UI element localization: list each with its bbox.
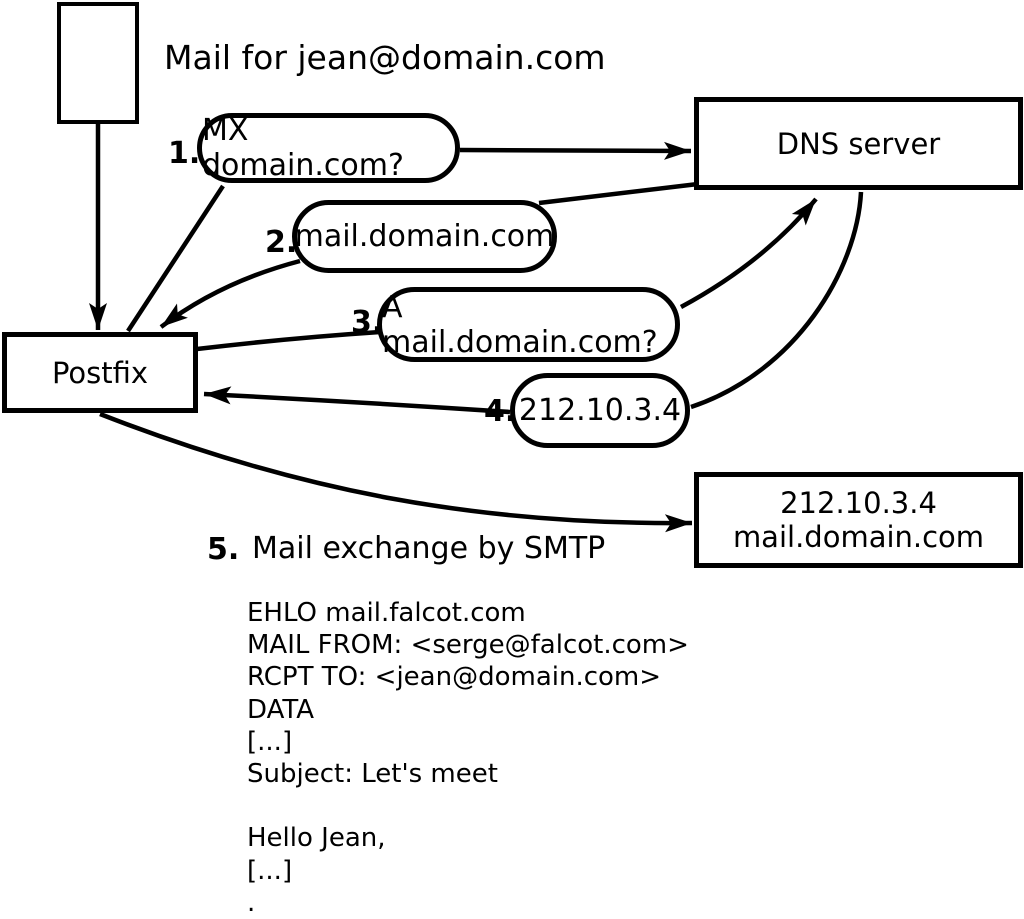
smtp-line-ehlo: EHLO mail.falcot.com [247,598,526,628]
smtp-line-rcpt-to: RCPT TO: <jean@domain.com> [247,662,662,693]
mx-answer-pill: mail.domain.com [292,200,557,273]
mx-query-pill: MX domain.com? [197,113,460,183]
postfix-node: Postfix [2,332,198,413]
arrow-a-answer-to-postfix [203,386,511,415]
smtp-line-subject: Subject: Let's meet [247,758,498,789]
a-answer-label: 212.10.3.4 [518,393,682,428]
a-query-label: A mail.domain.com? [382,289,658,360]
step-number-3: 3. [351,305,384,340]
step-number-2: 2. [265,225,298,260]
smtp-line-dot: . [247,887,256,918]
mail-caption: Mail for jean@domain.com [164,38,606,77]
line-postfix-to-mx-query [126,184,225,333]
smtp-line-data: DATA [247,694,314,725]
mail-server-node: 212.10.3.4 mail.domain.com [694,472,1023,568]
mail-server-ip: 212.10.3.4 [780,486,937,520]
arrow-postfix-to-mailserver [99,411,693,533]
smtp-line-hello: Hello Jean, [247,823,386,854]
smtp-session: EHLO mail.falcot.com MAIL FROM: <serge@f… [247,597,689,919]
arrow-a-query-to-dns [679,197,818,309]
step-5-label: Mail exchange by SMTP [252,531,606,566]
line-dns-to-a-answer [690,191,864,410]
step-number-5: 5. [207,532,240,567]
dns-server-node: DNS server [694,97,1023,190]
step-number-1: 1. [168,136,201,171]
step-number-4: 4. [484,394,517,429]
smtp-line-mail-from: MAIL FROM: <serge@falcot.com> [247,630,689,661]
a-query-pill: A mail.domain.com? [377,287,680,362]
postfix-label: Postfix [51,355,149,390]
smtp-line-ellipsis-1: [...] [247,726,293,757]
arrow-mx-query-to-dns [459,141,692,160]
a-answer-pill: 212.10.3.4 [510,373,690,448]
smtp-line-blank [247,790,689,822]
mail-message-icon [57,2,139,124]
line-dns-to-mx-answer [538,181,699,206]
arrow-mx-answer-to-postfix [159,258,301,329]
mx-query-label: MX domain.com? [202,113,404,183]
mail-server-hostname: mail.domain.com [732,520,985,554]
mx-answer-label: mail.domain.com [294,219,555,254]
line-postfix-to-a-query [196,329,381,352]
smtp-line-ellipsis-2: [...] [247,855,293,886]
dns-server-label: DNS server [776,126,941,161]
